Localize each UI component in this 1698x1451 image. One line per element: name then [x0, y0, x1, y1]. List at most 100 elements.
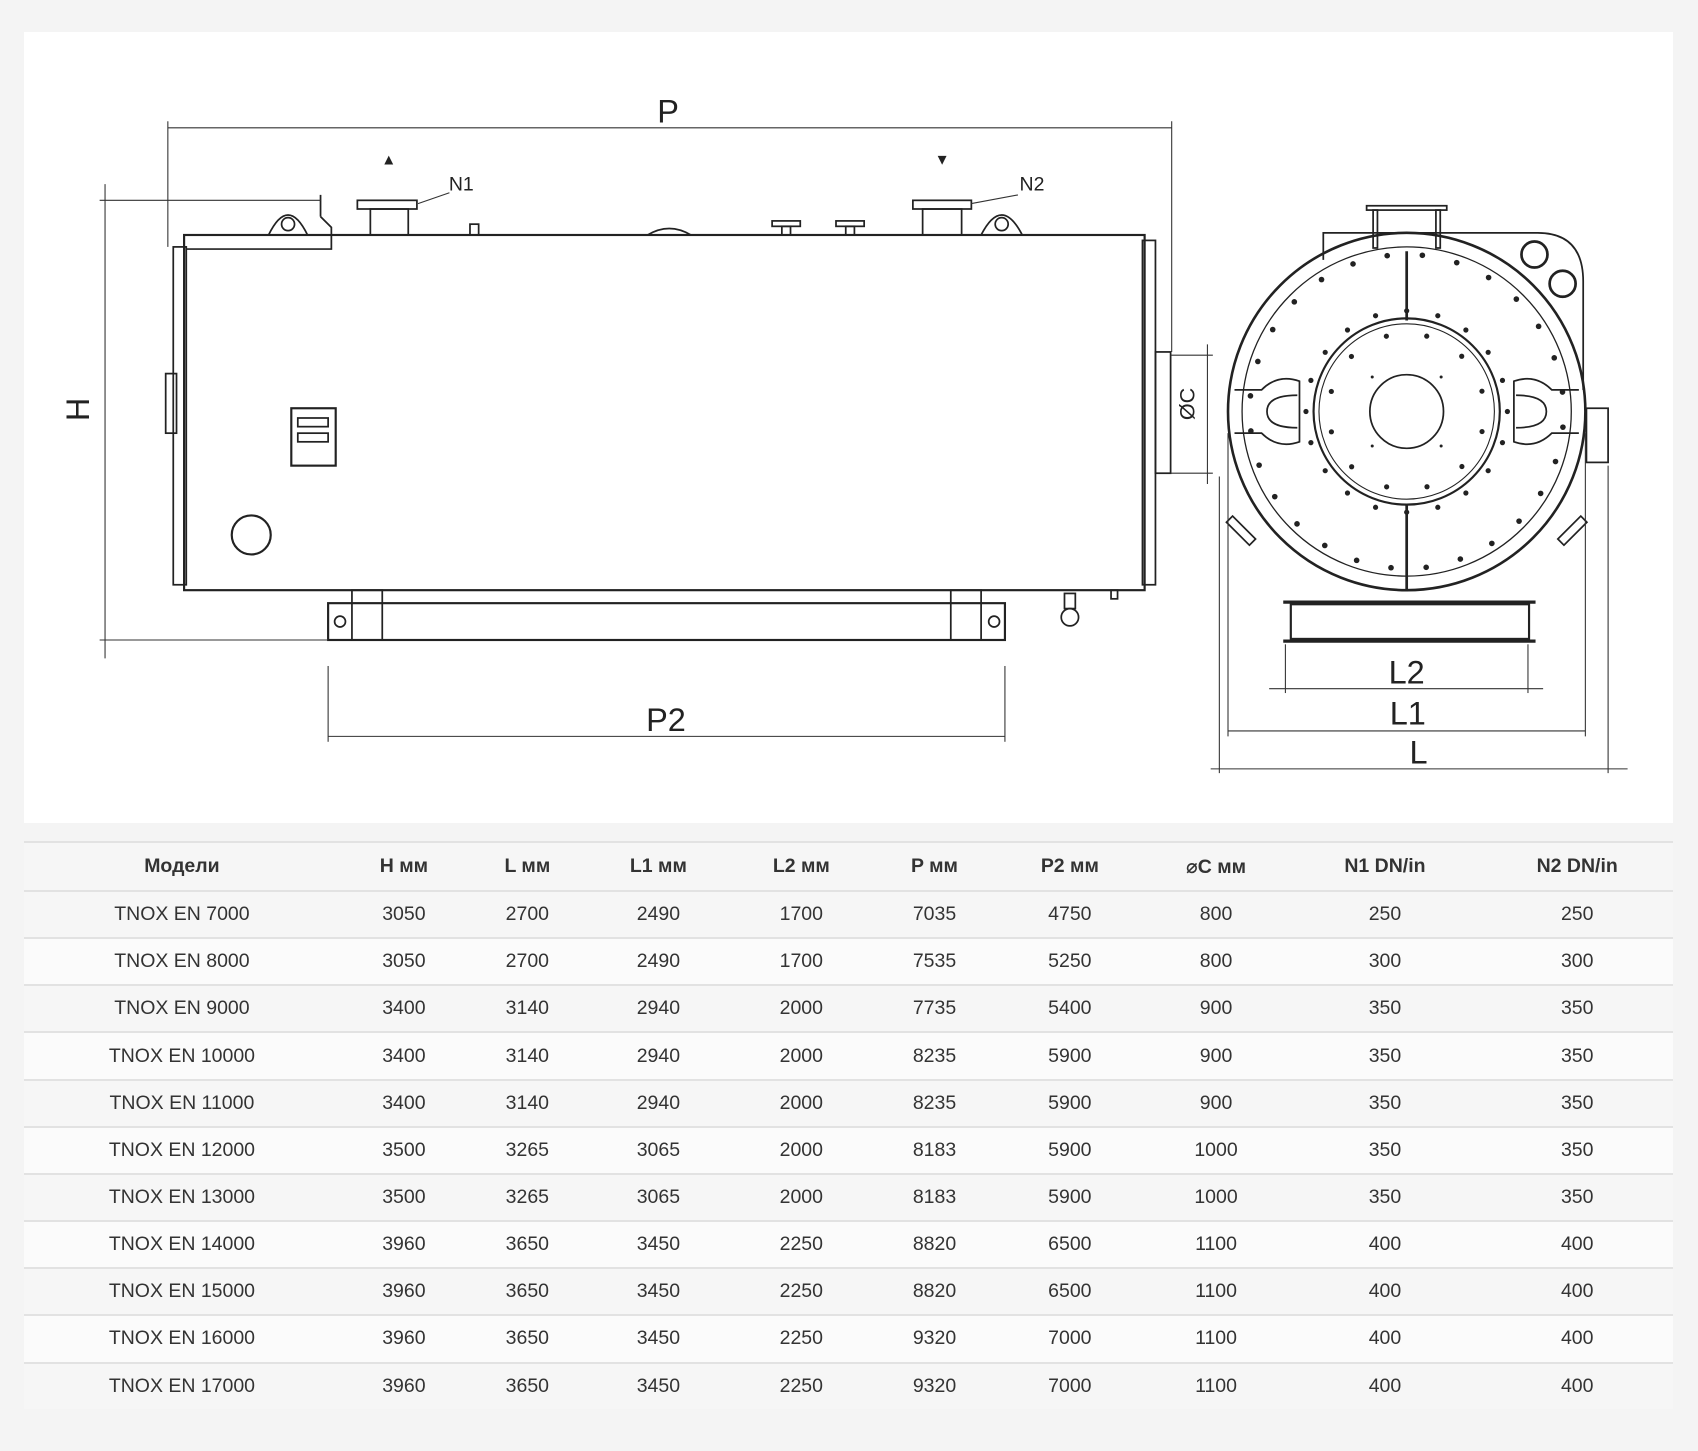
- value-cell: 3450: [586, 1314, 730, 1363]
- value-cell: 3265: [467, 1172, 587, 1222]
- value-cell: 3500: [340, 1172, 468, 1222]
- bolt: [1269, 326, 1276, 333]
- bolt: [1424, 333, 1430, 339]
- bolt: [1485, 468, 1491, 474]
- temperature-gauge: [1548, 269, 1577, 299]
- control-panel-display: [296, 417, 329, 428]
- value-cell: 3140: [467, 984, 587, 1033]
- value-cell: 2940: [586, 984, 730, 1033]
- value-cell: 2940: [586, 1078, 730, 1127]
- value-cell: 8183: [872, 1125, 997, 1174]
- small-nozzle-stem: [780, 225, 792, 236]
- value-cell: 5900: [996, 1031, 1144, 1080]
- column-header: ⌀C мм: [1143, 841, 1289, 891]
- nozzle-n1-flange: [356, 199, 418, 210]
- lug-hole: [994, 216, 1010, 232]
- door-hinge: [164, 372, 178, 435]
- bolt: [1463, 490, 1469, 496]
- value-cell: 2940: [586, 1031, 730, 1080]
- bolt: [1350, 261, 1356, 267]
- value-cell: 2000: [729, 984, 873, 1033]
- model-cell: TNOX EN 13000: [23, 1172, 341, 1222]
- value-cell: 2490: [586, 889, 730, 939]
- value-cell: 900: [1143, 1031, 1289, 1080]
- value-cell: 350: [1481, 1125, 1674, 1174]
- column-header: P2 мм: [996, 841, 1144, 891]
- bolt: [1384, 484, 1390, 490]
- bolt: [1248, 428, 1254, 434]
- value-cell: 800: [1143, 937, 1289, 986]
- flue-outlet: [1154, 351, 1172, 475]
- side-port-left: [1225, 514, 1257, 547]
- value-cell: 3400: [340, 984, 468, 1033]
- manhole-top: [647, 227, 692, 236]
- bolt: [1463, 327, 1469, 333]
- value-cell: 3650: [467, 1361, 587, 1409]
- bolt: [1439, 444, 1443, 448]
- bolt: [1419, 252, 1426, 259]
- top-valve-bar: [1365, 204, 1448, 211]
- value-cell: 8183: [872, 1172, 997, 1222]
- bolt: [1537, 490, 1544, 497]
- column-header: N1 DN/in: [1288, 841, 1482, 891]
- bolt: [1255, 358, 1261, 365]
- value-cell: 3400: [340, 1031, 468, 1080]
- model-cell: TNOX EN 14000: [23, 1220, 341, 1269]
- value-cell: 350: [1288, 984, 1482, 1033]
- bolt: [1423, 564, 1429, 571]
- bolt: [1321, 542, 1328, 549]
- column-header: L2 мм: [729, 841, 873, 891]
- burner-plate-inner: [1318, 323, 1495, 500]
- small-drain: [1110, 589, 1119, 600]
- bolt: [1370, 444, 1374, 448]
- bolt: [1435, 504, 1441, 510]
- column-header: N2 DN/in: [1481, 841, 1674, 891]
- bolt: [1328, 388, 1334, 395]
- value-cell: 5900: [996, 1078, 1144, 1127]
- inspection-port: [230, 514, 272, 556]
- bolt: [1552, 458, 1559, 465]
- value-cell: 3960: [340, 1361, 468, 1409]
- value-cell: 2700: [467, 937, 587, 986]
- value-cell: 350: [1481, 1172, 1674, 1222]
- value-cell: 3650: [467, 1314, 587, 1363]
- value-cell: 1700: [729, 889, 873, 939]
- drain-pipe: [1063, 592, 1077, 610]
- value-cell: 300: [1288, 937, 1482, 986]
- column-header: L мм: [467, 841, 587, 891]
- value-cell: 400: [1481, 1220, 1674, 1269]
- value-cell: 3450: [586, 1361, 730, 1409]
- bolt-pattern: [1247, 252, 1566, 571]
- top-valve-post: [1372, 209, 1379, 249]
- bolt: [1559, 389, 1566, 395]
- value-cell: 300: [1481, 937, 1674, 986]
- bolt: [1513, 296, 1520, 302]
- value-cell: 400: [1481, 1314, 1674, 1363]
- bolt: [1328, 429, 1335, 435]
- value-cell: 350: [1288, 1031, 1482, 1080]
- bolt: [1291, 299, 1298, 305]
- bolt: [1459, 353, 1465, 359]
- column-header: H мм: [340, 841, 468, 891]
- bolt: [1439, 375, 1443, 379]
- column-header: P мм: [872, 841, 997, 891]
- nozzle-n2-flange: [912, 199, 973, 210]
- value-cell: 350: [1481, 1031, 1674, 1080]
- front-plate: [172, 246, 188, 586]
- bolt: [1489, 540, 1495, 547]
- flow-in-arrow-icon: ▲: [381, 152, 396, 169]
- value-cell: 250: [1288, 889, 1482, 939]
- bolt: [1516, 518, 1522, 524]
- bolt: [1271, 493, 1278, 500]
- value-cell: 3500: [340, 1125, 468, 1174]
- side-port-right: [1556, 514, 1589, 547]
- bolt: [1318, 276, 1325, 283]
- value-cell: 900: [1143, 984, 1289, 1033]
- value-cell: 2490: [586, 937, 730, 986]
- bolt: [1404, 509, 1410, 515]
- bolt: [1322, 468, 1328, 474]
- n1-leader: [417, 192, 450, 205]
- bolt: [1404, 308, 1410, 314]
- skid-hole: [987, 615, 1001, 628]
